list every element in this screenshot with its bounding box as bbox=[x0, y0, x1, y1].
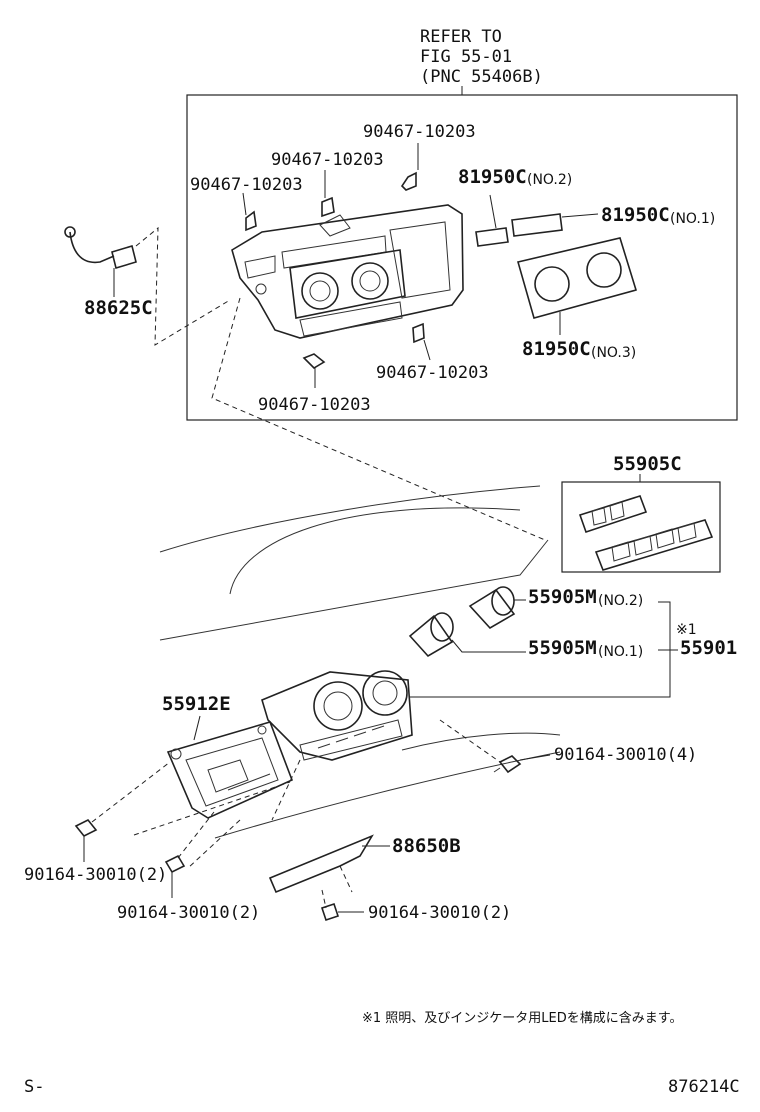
label-panel-no3: 81950C bbox=[522, 338, 591, 360]
knob-no1-leader bbox=[451, 639, 526, 653]
label-knob-no1-suffix: (NO.1) bbox=[598, 644, 643, 660]
dashboard-outline bbox=[159, 485, 561, 839]
label-panel-no1: 81950C bbox=[601, 204, 670, 226]
sensor-dashed-guide bbox=[135, 226, 231, 346]
label-clip-b: 90467-10203 bbox=[271, 150, 384, 170]
refer-line-1: REFER TO bbox=[420, 27, 502, 47]
footer-left: S- bbox=[24, 1077, 44, 1097]
panel-no1-icon bbox=[511, 213, 563, 237]
projection-guide bbox=[211, 297, 546, 541]
knob-no2-icon bbox=[468, 586, 516, 630]
clip-d-leader bbox=[423, 339, 431, 361]
screw-right-leader bbox=[519, 754, 551, 761]
label-control-assy: 55901 bbox=[680, 637, 737, 659]
label-screw-right: 90164-30010(4) bbox=[554, 745, 697, 765]
knob-set-icon bbox=[578, 495, 714, 571]
screw-icon-lower bbox=[164, 854, 186, 874]
clip-icon-b bbox=[321, 196, 335, 218]
label-clip-c: 90467-10203 bbox=[190, 175, 303, 195]
screw-lower-guide bbox=[177, 811, 215, 859]
label-panel-no3-suffix: (NO.3) bbox=[591, 345, 636, 361]
panel-no2-leader bbox=[489, 194, 497, 229]
panel-subassembly-box bbox=[186, 94, 738, 421]
label-knob-no2: 55905M bbox=[528, 586, 597, 608]
knob-set-box bbox=[561, 481, 721, 573]
screw-right-guide bbox=[439, 719, 501, 763]
panel-no1-leader bbox=[561, 213, 599, 218]
sensor-icon bbox=[64, 226, 137, 270]
label-housing: 55912E bbox=[162, 693, 231, 715]
housing-leader bbox=[193, 715, 201, 741]
clip-icon-d bbox=[412, 322, 425, 344]
label-screw-bottom: 90164-30010(2) bbox=[368, 903, 511, 923]
label-sensor: 88625C bbox=[84, 297, 153, 319]
clip-icon-a bbox=[400, 171, 417, 191]
label-bracket: 88650B bbox=[392, 835, 461, 857]
clip-icon-e bbox=[302, 353, 326, 370]
label-panel-no1-suffix: (NO.1) bbox=[670, 211, 715, 227]
label-screw-left: 90164-30010(2) bbox=[24, 865, 167, 885]
housing-guides bbox=[133, 759, 301, 869]
bracket-guide bbox=[321, 865, 353, 909]
bracket-icon bbox=[268, 834, 374, 894]
bezel-panel bbox=[231, 204, 464, 339]
footer-right: 876214C bbox=[668, 1077, 740, 1097]
clip-c-leader bbox=[242, 192, 247, 216]
screw-icon-left bbox=[74, 818, 98, 838]
screw-icon-bottom bbox=[320, 902, 340, 922]
label-note-mark: ※1 bbox=[676, 622, 697, 638]
control-assembly-icon bbox=[261, 670, 413, 761]
refer-line-2: FIG 55-01 bbox=[420, 47, 512, 67]
label-screw-lower: 90164-30010(2) bbox=[117, 903, 260, 923]
footnote: ※1 照明、及びインジケータ用LEDを構成に含みます。 bbox=[362, 1010, 682, 1026]
label-knob-no2-suffix: (NO.2) bbox=[598, 593, 643, 609]
refer-line-3: (PNC 55406B) bbox=[420, 67, 543, 87]
panel-no2-icon bbox=[475, 227, 509, 247]
label-panel-no2: 81950C bbox=[458, 166, 527, 188]
screw-left-guide bbox=[91, 761, 171, 823]
label-knob-set: 55905C bbox=[613, 453, 682, 475]
label-clip-e: 90467-10203 bbox=[258, 395, 371, 415]
label-panel-no2-suffix: (NO.2) bbox=[527, 172, 572, 188]
knob-no1-icon bbox=[408, 612, 454, 658]
screw-icon-right bbox=[493, 755, 522, 774]
clip-icon-c bbox=[245, 210, 257, 232]
label-clip-d: 90467-10203 bbox=[376, 363, 489, 383]
label-clip-a: 90467-10203 bbox=[363, 122, 476, 142]
panel-no3-icon bbox=[517, 237, 638, 319]
label-knob-no1: 55905M bbox=[528, 637, 597, 659]
housing-icon bbox=[166, 721, 294, 819]
